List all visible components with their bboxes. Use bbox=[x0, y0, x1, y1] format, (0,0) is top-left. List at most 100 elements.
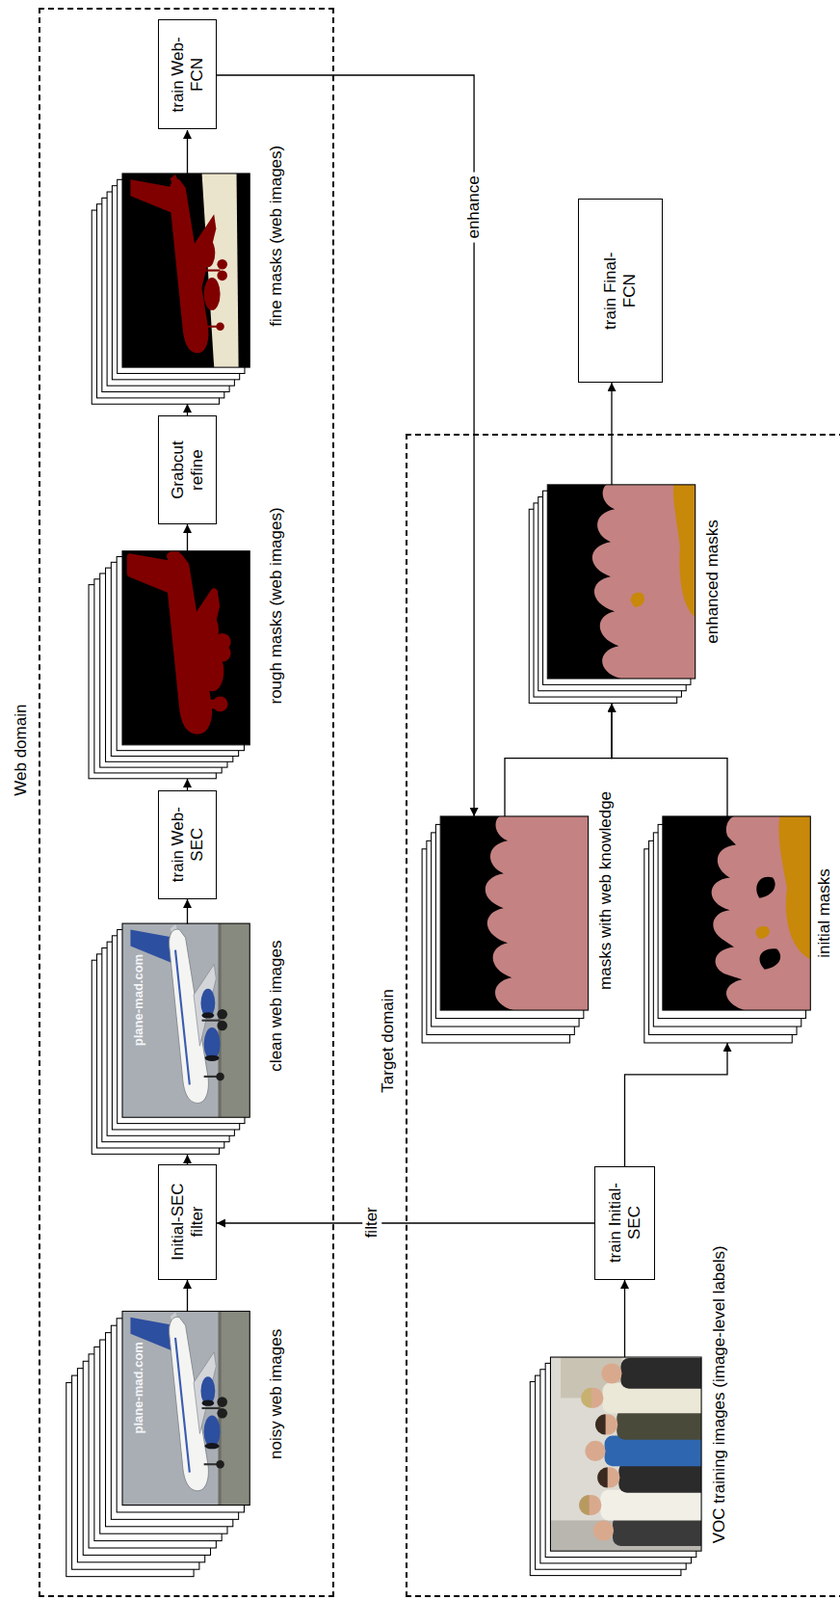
process-box: Grabcut refine bbox=[157, 415, 217, 525]
stack-caption: rough masks (web images) bbox=[266, 591, 287, 704]
stack-area bbox=[88, 551, 250, 779]
initial-mask bbox=[662, 815, 811, 1010]
watermark-text: plane-mad.com bbox=[131, 1340, 146, 1433]
region-label: Target domain bbox=[378, 988, 398, 1093]
web-mask bbox=[440, 815, 588, 1010]
caption-holder: masks with web knowledge bbox=[596, 836, 616, 990]
stack-area bbox=[66, 1310, 250, 1575]
stack-area bbox=[644, 815, 811, 1043]
image-stack: rough masks (web images) bbox=[88, 551, 287, 779]
flow-arrow bbox=[624, 1279, 626, 1357]
label-holder: enhance bbox=[464, 171, 484, 242]
flow-arrow bbox=[611, 703, 728, 816]
stack-area bbox=[91, 173, 250, 404]
region-label: Web domain bbox=[11, 704, 31, 796]
photo-frame bbox=[122, 1310, 250, 1504]
flow-arrow bbox=[186, 1279, 188, 1312]
flow-arrow bbox=[186, 778, 188, 790]
process-box: train Web-FCN bbox=[157, 19, 217, 130]
flow-arrow bbox=[186, 898, 188, 924]
flow-arrow bbox=[504, 703, 612, 816]
caption-holder: clean web images bbox=[266, 969, 287, 1072]
caption-holder: noisy web images bbox=[266, 1356, 287, 1459]
caption-holder: enhanced masks bbox=[703, 504, 723, 658]
box-label: Initial-SEC filter bbox=[168, 1170, 207, 1273]
fine-stack bbox=[91, 173, 250, 404]
stack-caption: enhanced masks bbox=[703, 504, 723, 658]
watermark-text: plane-mad.com bbox=[131, 953, 146, 1046]
process-box: Initial-SEC filter bbox=[157, 1163, 217, 1280]
flow-arrow bbox=[186, 1154, 188, 1164]
process-box: train Initial-SEC bbox=[594, 1165, 656, 1280]
domain-region: Target domainVOC training images (image-… bbox=[405, 433, 840, 1597]
stack-caption: initial masks bbox=[814, 836, 835, 990]
photo-frame bbox=[440, 815, 588, 1010]
initial-mask-stack bbox=[644, 815, 811, 1043]
caption-holder: VOC training images (image-level labels) bbox=[709, 1364, 730, 1543]
box-label: train Web-SEC bbox=[168, 796, 207, 893]
caption-holder: rough masks (web images) bbox=[266, 591, 287, 704]
box-label: Grabcut refine bbox=[168, 421, 207, 518]
image-stack: masks with web knowledge bbox=[421, 815, 616, 1043]
process-box: train Final-FCN bbox=[577, 198, 663, 383]
flow-arrow bbox=[186, 130, 188, 174]
photo-frame bbox=[122, 551, 250, 745]
arrow-label: enhance bbox=[464, 171, 484, 242]
image-stack: noisy web images bbox=[66, 1310, 287, 1575]
stack-area bbox=[421, 815, 588, 1043]
domain-region: Web domainnoisy web imagesInitial-SEC fi… bbox=[38, 7, 335, 1596]
plane-photo bbox=[122, 1310, 250, 1504]
flow-arrow bbox=[186, 403, 188, 416]
photo-frame bbox=[550, 1356, 702, 1550]
flow-arrow bbox=[186, 524, 188, 552]
box-label: train Initial-SEC bbox=[605, 1172, 644, 1273]
enhanced-mask bbox=[547, 484, 695, 679]
noisy-stack bbox=[66, 1310, 250, 1575]
label-holder: Target domain bbox=[378, 988, 398, 1093]
flow-arrow bbox=[216, 75, 474, 816]
photo-frame bbox=[662, 815, 811, 1010]
image-stack: fine masks (web images) bbox=[91, 173, 287, 404]
stack-caption: VOC training images (image-level labels) bbox=[709, 1364, 730, 1543]
group-photo bbox=[550, 1356, 710, 1550]
web-mask-stack bbox=[421, 815, 588, 1043]
label-holder: filter bbox=[362, 1202, 382, 1241]
rough-stack bbox=[88, 551, 250, 779]
photo-frame bbox=[547, 484, 695, 679]
label-holder: plane-mad.com bbox=[131, 953, 146, 1046]
photo-frame bbox=[122, 173, 250, 368]
flow-arrow bbox=[625, 1042, 729, 1166]
stack-area bbox=[528, 484, 695, 704]
stack-area bbox=[91, 922, 250, 1154]
label-holder: plane-mad.com bbox=[131, 1340, 146, 1433]
caption-holder: initial masks bbox=[814, 836, 835, 990]
rough-mask bbox=[122, 551, 250, 745]
stack-area bbox=[529, 1356, 702, 1575]
process-box: train Web-SEC bbox=[157, 789, 217, 899]
fine-mask bbox=[122, 173, 250, 368]
stack-caption: noisy web images bbox=[266, 1356, 287, 1459]
plane-photo bbox=[122, 922, 250, 1117]
box-label: train Final-FCN bbox=[601, 239, 639, 342]
photo-frame bbox=[122, 922, 250, 1117]
arrow-label: filter bbox=[362, 1202, 382, 1241]
stack-caption: clean web images bbox=[266, 969, 287, 1072]
box-label: train Web-FCN bbox=[168, 26, 207, 123]
image-stack: initial masks bbox=[644, 815, 835, 1043]
stack-caption: masks with web knowledge bbox=[596, 836, 616, 990]
connector-group bbox=[187, 75, 729, 1357]
enhanced-mask-stack bbox=[528, 484, 695, 704]
label-holder: Web domain bbox=[11, 704, 31, 796]
stack-caption: fine masks (web images) bbox=[266, 213, 287, 326]
image-stack: clean web images bbox=[91, 922, 287, 1154]
image-stack: VOC training images (image-level labels) bbox=[529, 1356, 729, 1575]
image-stack: enhanced masks bbox=[528, 484, 723, 704]
voc-stack bbox=[529, 1356, 710, 1575]
clean-stack bbox=[91, 922, 250, 1154]
caption-holder: fine masks (web images) bbox=[266, 213, 287, 326]
